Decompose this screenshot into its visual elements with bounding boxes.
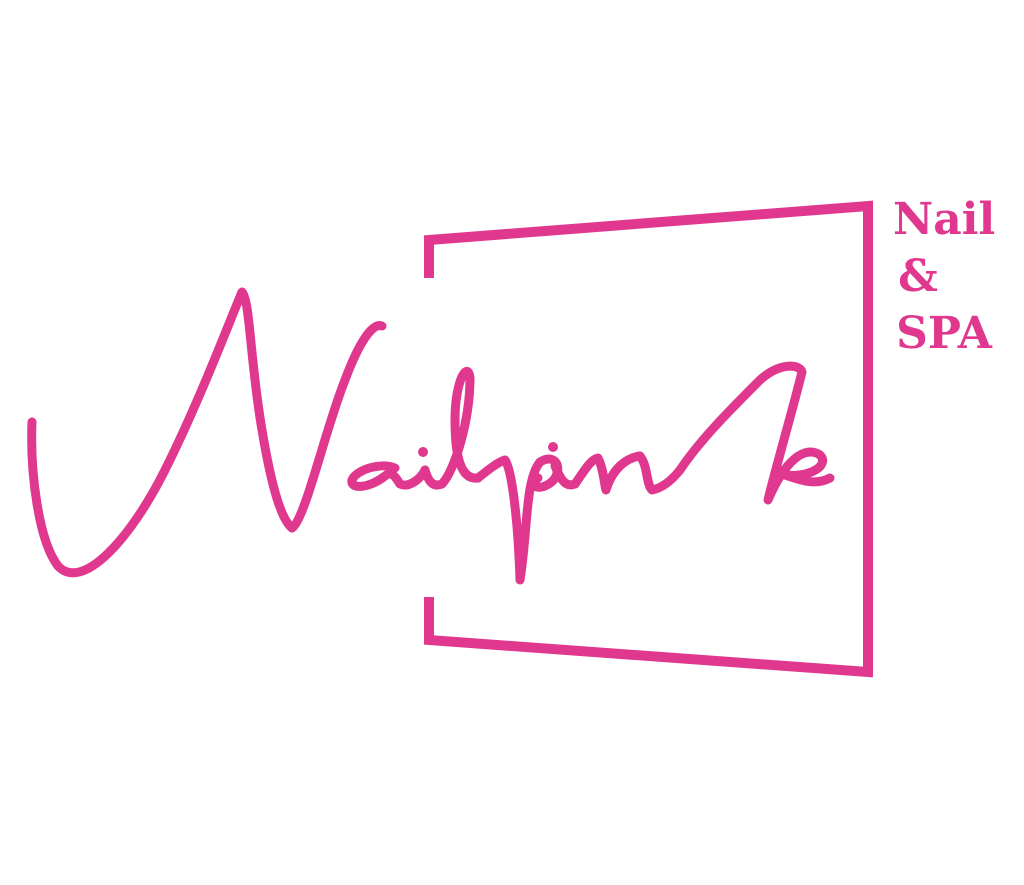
logo-script-nailpink <box>27 287 835 585</box>
tagline-nail: Nail <box>893 194 996 245</box>
logo-frame <box>424 200 873 678</box>
logo-dots <box>418 442 558 457</box>
tagline-ampersand: & <box>898 251 938 302</box>
tagline-spa: SPA <box>896 308 992 359</box>
